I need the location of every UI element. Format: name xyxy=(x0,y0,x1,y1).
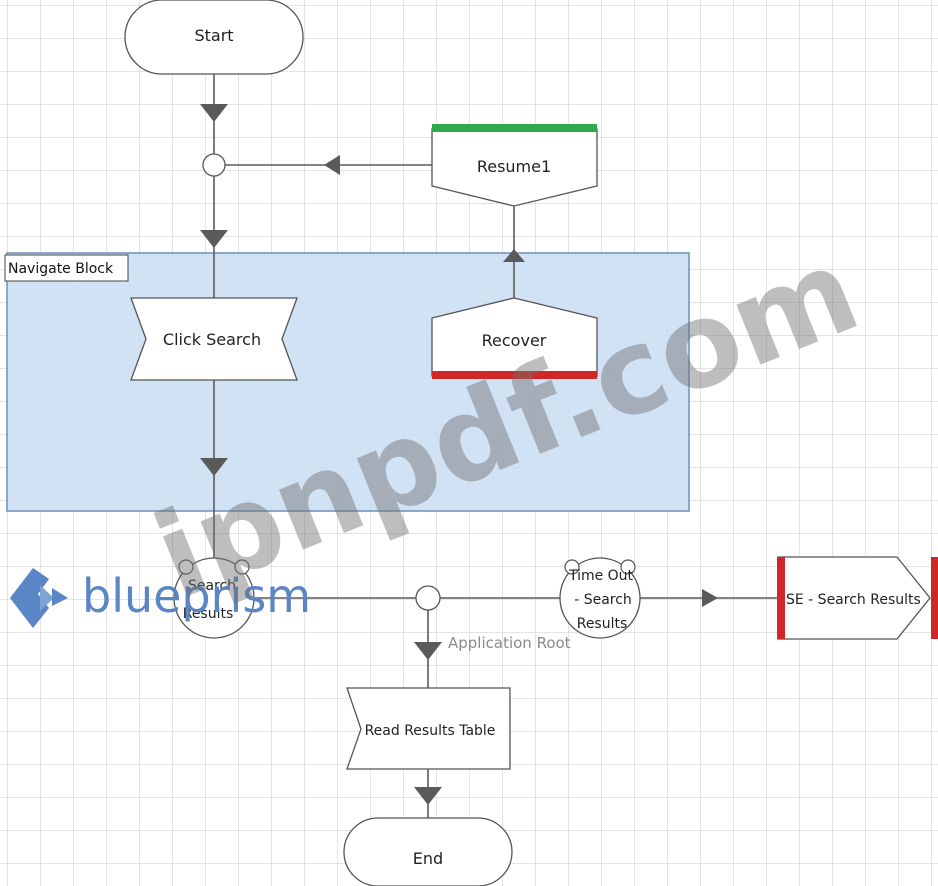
click-search-stage[interactable] xyxy=(130,297,298,381)
anchor-circle-bottom[interactable] xyxy=(415,585,441,611)
resume-stage-label: Resume1 xyxy=(477,157,551,176)
exception-stage-label: SE - Search Results xyxy=(786,592,921,608)
application-root-label: Application Root xyxy=(448,634,571,652)
exception-stage-bar-right xyxy=(931,557,938,639)
click-search-stage-label: Click Search xyxy=(163,330,261,349)
navigate-block-label: Navigate Block xyxy=(8,261,114,277)
blueprism-logo-text: blueprism xyxy=(82,569,311,623)
read-results-table-stage[interactable] xyxy=(346,687,511,770)
recover-stage-bar xyxy=(432,371,597,379)
timeout-label-1: Time Out xyxy=(568,568,634,584)
recover-stage-label: Recover xyxy=(482,331,547,350)
blueprism-logo-icon xyxy=(10,568,49,628)
end-stage-label: End xyxy=(413,849,443,868)
wait-search-results-label-1: Search xyxy=(188,578,236,594)
read-results-table-label: Read Results Table xyxy=(365,723,496,739)
exception-stage-bar-left xyxy=(777,557,785,639)
blueprism-logo: blueprism xyxy=(10,568,311,628)
navigate-block-label-box xyxy=(4,254,129,282)
start-stage[interactable] xyxy=(124,0,304,75)
end-stage[interactable] xyxy=(343,817,513,886)
wait-search-results-stage[interactable] xyxy=(173,557,255,639)
timeout-label-2: - Search xyxy=(574,592,632,608)
timeout-search-results-stage[interactable] xyxy=(559,557,641,639)
timeout-label-3: Results xyxy=(577,616,628,632)
anchor-circle-top[interactable] xyxy=(202,153,226,177)
start-stage-label: Start xyxy=(194,26,233,45)
wait-search-results-label-2: Results xyxy=(183,606,234,622)
arrowheads xyxy=(200,104,718,805)
resume-stage-bar xyxy=(432,124,597,132)
navigate-block[interactable] xyxy=(6,252,690,512)
